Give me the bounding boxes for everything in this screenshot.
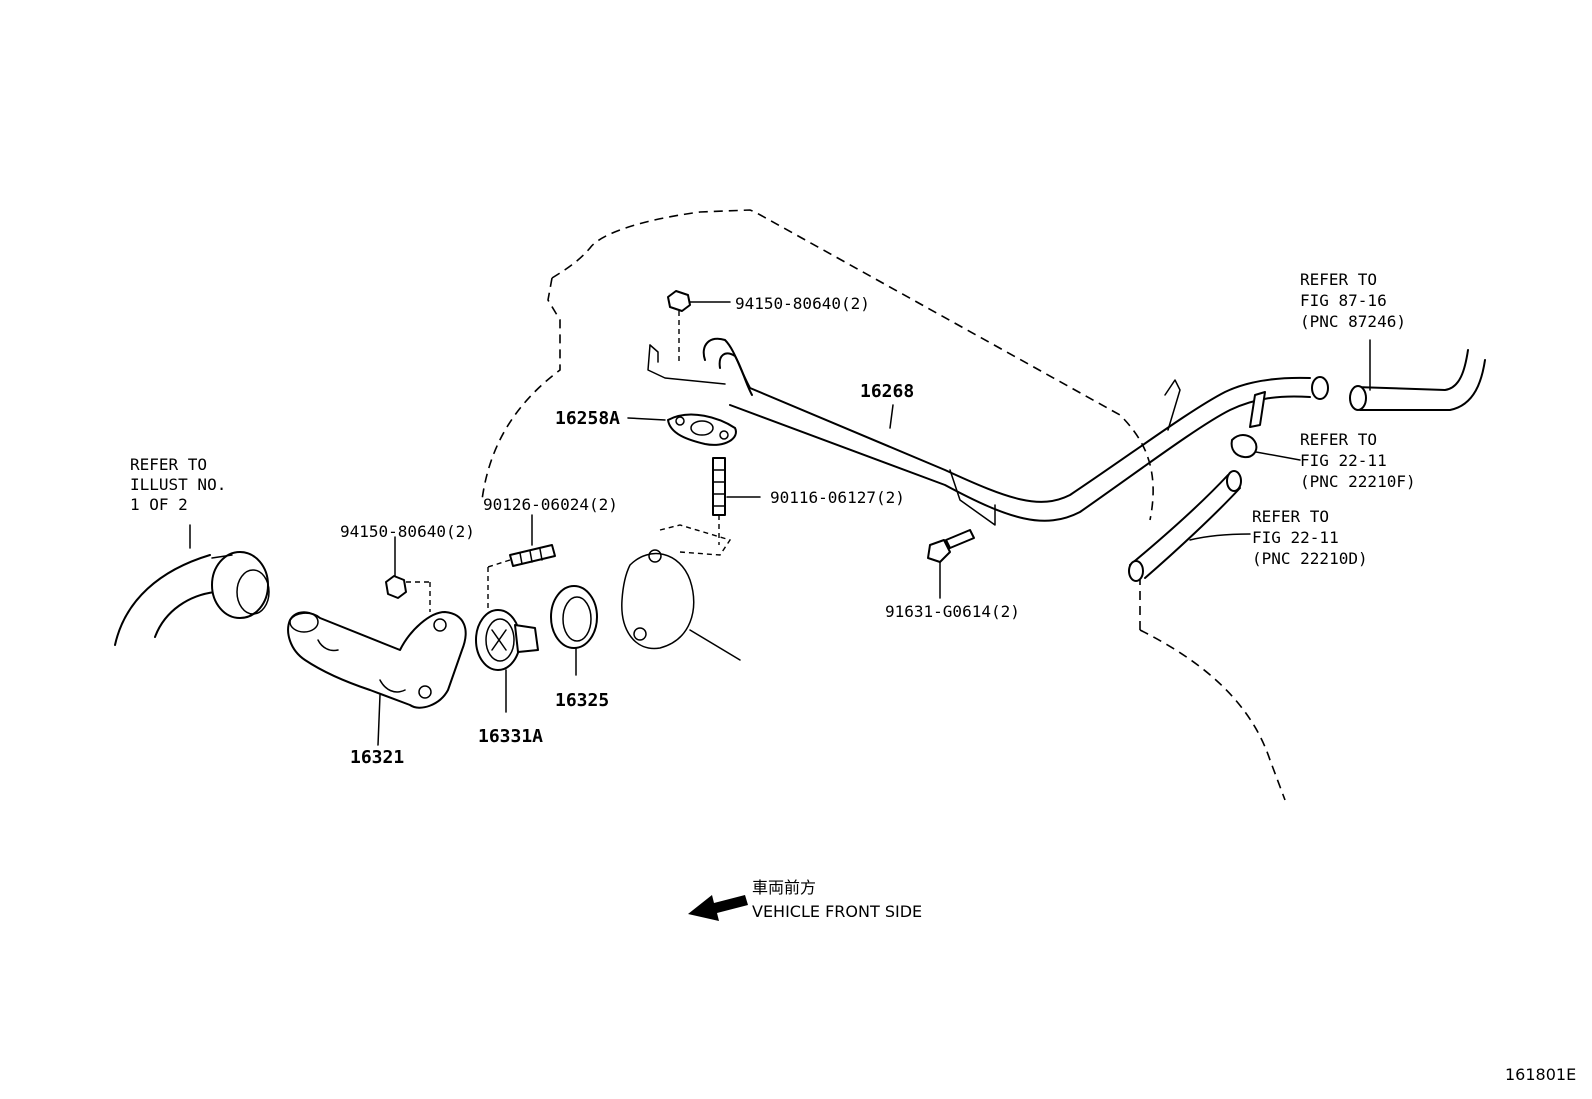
ref-fig22d-line-2: FIG 22-11 — [1252, 528, 1339, 547]
direction-label-en: VEHICLE FRONT SIDE — [752, 902, 922, 921]
part-label-nut-top: 94150-80640(2) — [735, 294, 870, 313]
ref-fig22f-line-3: (PNC 22210F) — [1300, 472, 1416, 491]
water-pipe — [647, 337, 1329, 526]
right-hose-top — [1349, 339, 1486, 411]
bolt — [927, 529, 975, 599]
part-label-gasket-pipe: 16258A — [555, 408, 620, 429]
part-label-stud-right: 90116-06127(2) — [770, 488, 905, 507]
part-label-thermostat: 16331A — [478, 726, 543, 747]
diagram-id: 161801E — [1505, 1065, 1576, 1084]
ref-fig87-line-1: REFER TO — [1300, 270, 1377, 289]
ref-fig22d-line-3: (PNC 22210D) — [1252, 549, 1368, 568]
left-hose — [114, 524, 270, 646]
direction-label-jp: 車両前方 — [752, 878, 816, 897]
ref-fig87-line-3: (PNC 87246) — [1300, 312, 1406, 331]
stud-left — [487, 514, 556, 610]
part-label-pipe: 16268 — [860, 381, 914, 402]
nut-top — [667, 290, 731, 362]
right-hose-lower — [1128, 470, 1251, 582]
stud-right — [712, 457, 761, 545]
part-label-inlet: 16321 — [350, 747, 404, 768]
part-label-nut-left: 94150-80640(2) — [340, 522, 475, 541]
front-arrow-icon — [688, 895, 748, 921]
ref-illust-label: REFER TO ILLUST NO. 1 OF 2 — [130, 455, 226, 514]
ref-illust-line-1: REFER TO — [130, 455, 207, 474]
part-label-gasket: 16325 — [555, 690, 609, 711]
gasket-pipe — [627, 413, 737, 446]
leader-inlet — [377, 694, 381, 746]
ref-illust-line-3: 1 OF 2 — [130, 495, 188, 514]
ref-illust-line-2: ILLUST NO. — [130, 475, 226, 494]
engine-outline — [481, 209, 1286, 801]
part-label-bolt: 91631-G0614(2) — [885, 602, 1020, 621]
water-inlet — [287, 611, 467, 709]
gasket-ring — [550, 585, 598, 676]
ref-fig22d-line-1: REFER TO — [1252, 507, 1329, 526]
ref-fig-87-16-label: REFER TO FIG 87-16 (PNC 87246) — [1300, 270, 1406, 331]
ref-fig-22-11-d-label: REFER TO FIG 22-11 (PNC 22210D) — [1252, 507, 1368, 568]
ref-fig22f-line-2: FIG 22-11 — [1300, 451, 1387, 470]
housing-flange — [621, 524, 741, 661]
clamp — [1230, 434, 1301, 461]
nut-left — [385, 536, 431, 612]
part-label-stud-left: 90126-06024(2) — [483, 495, 618, 514]
ref-fig87-line-2: FIG 87-16 — [1300, 291, 1387, 310]
ref-fig-22-11-f-label: REFER TO FIG 22-11 (PNC 22210F) — [1300, 430, 1416, 491]
thermostat — [475, 609, 539, 713]
ref-fig22f-line-1: REFER TO — [1300, 430, 1377, 449]
